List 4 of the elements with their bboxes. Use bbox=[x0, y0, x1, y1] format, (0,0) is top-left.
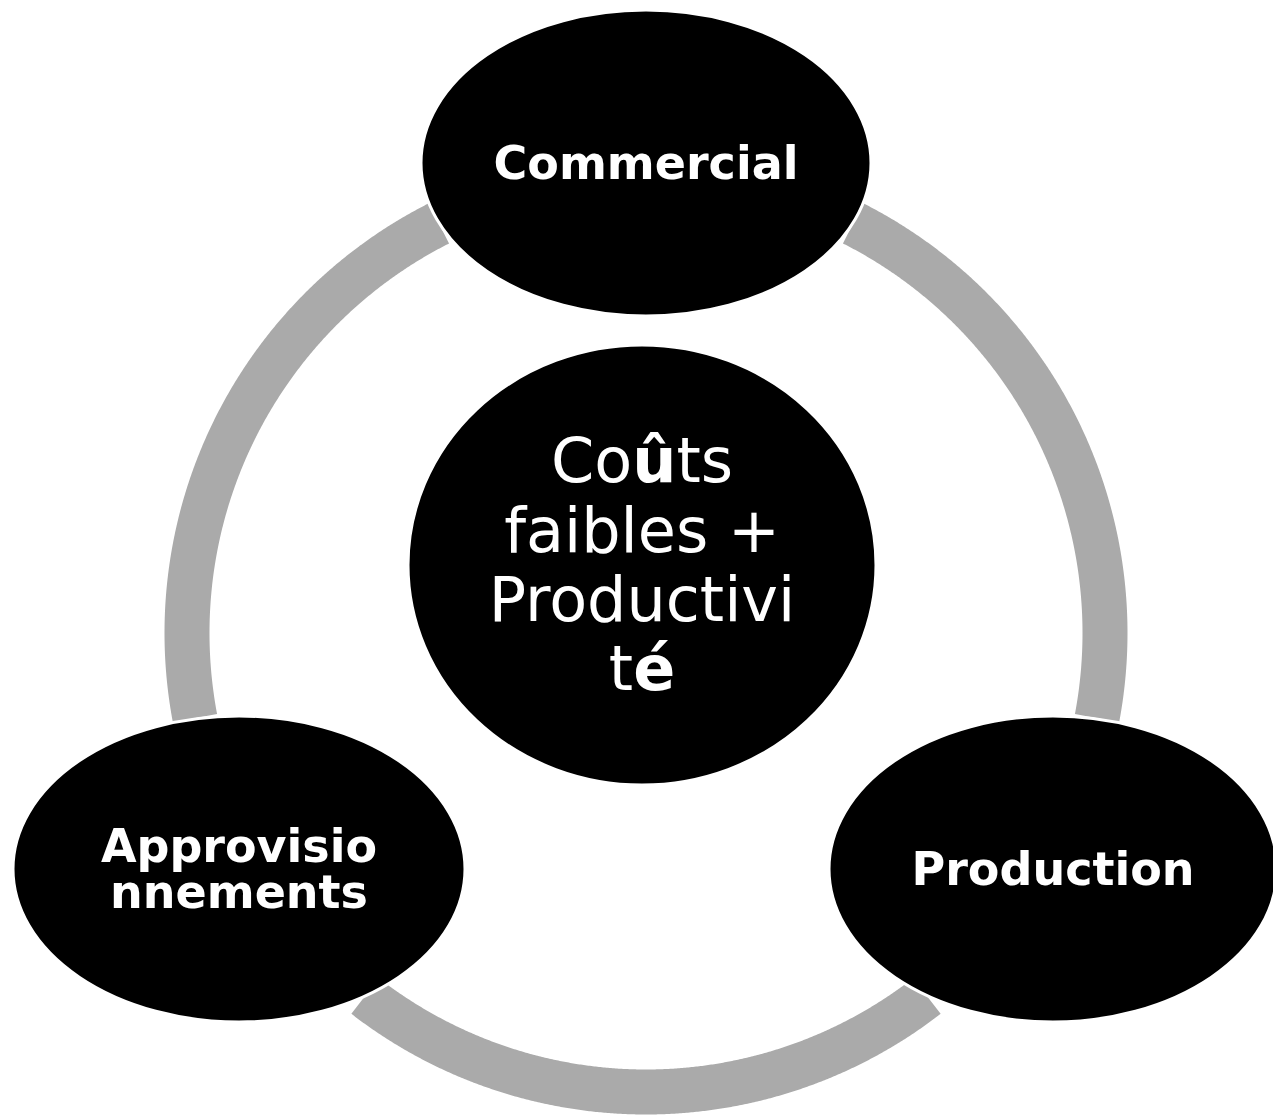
node-label: Coûts faibles + Productivité bbox=[487, 426, 797, 704]
node-label: Commercial bbox=[492, 140, 800, 186]
node-label: Approvisionnements bbox=[99, 823, 379, 915]
node-label: Production bbox=[910, 846, 1196, 892]
